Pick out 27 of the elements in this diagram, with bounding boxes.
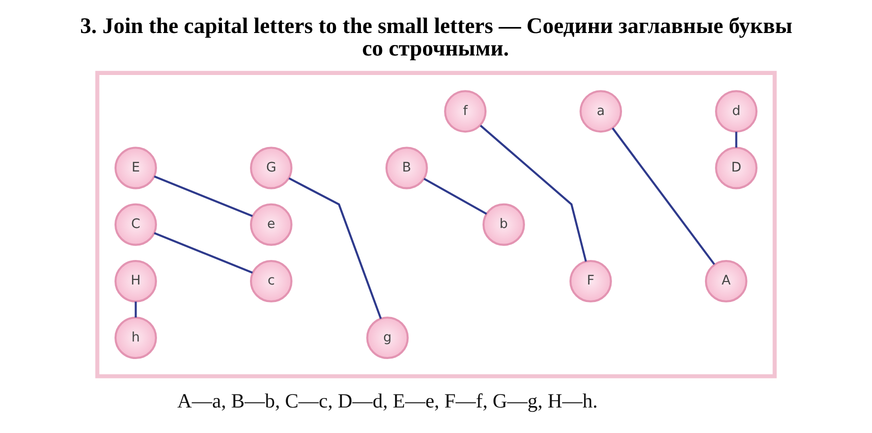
node-circle: h bbox=[114, 316, 157, 360]
label: A—a, B—b, C—c, D—d, E—e, F—f, G—g, H—h. bbox=[177, 390, 598, 413]
node-circle: G bbox=[250, 146, 292, 190]
node-circle: C bbox=[114, 203, 157, 246]
connector bbox=[735, 132, 738, 148]
node-circle: d bbox=[715, 90, 758, 133]
connector bbox=[154, 232, 253, 274]
connector bbox=[480, 124, 587, 262]
node-circle: F bbox=[569, 260, 612, 302]
connector bbox=[612, 128, 716, 265]
node-circle: f bbox=[444, 90, 487, 133]
connector bbox=[154, 176, 253, 217]
node-circle: E bbox=[114, 146, 157, 190]
connector bbox=[288, 177, 382, 320]
node-circle: g bbox=[366, 316, 409, 360]
connector bbox=[424, 178, 488, 215]
node-circle: a bbox=[580, 90, 622, 133]
connector bbox=[134, 302, 137, 318]
node-circle: b bbox=[482, 203, 525, 246]
node-circle: e bbox=[250, 203, 292, 246]
cluster bbox=[95, 70, 777, 378]
node-circle: c bbox=[250, 260, 292, 302]
node-circle: B bbox=[385, 146, 428, 190]
node-circle: A bbox=[704, 260, 748, 302]
node-circle: D bbox=[715, 146, 758, 190]
node-circle: H bbox=[114, 260, 157, 302]
diagram-title: 3. Join the capital letters to the small letters — Соедини заглавные буквы со строчными. bbox=[80, 13, 792, 60]
